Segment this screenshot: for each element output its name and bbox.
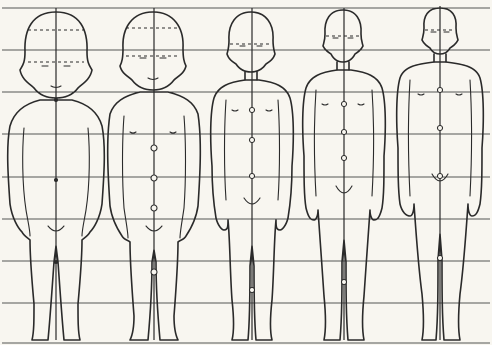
- figure-4-marker-4: [342, 280, 347, 285]
- figure-3-marker-2: [250, 138, 255, 143]
- figure-1-marker-2: [54, 178, 58, 182]
- figure-1-right-arm: [82, 128, 89, 236]
- figure-2: [108, 8, 201, 340]
- figure-2-head: [120, 12, 186, 90]
- figure-1-marker-3: [54, 260, 58, 264]
- figure-4-right-arm: [372, 90, 374, 196]
- figure-4-marker-2: [342, 130, 347, 135]
- figure-1-left-arm: [23, 128, 30, 236]
- figure-5-left-arm: [409, 80, 411, 196]
- figure-4-left-arm: [315, 90, 317, 196]
- figure-5-right-arm: [470, 80, 472, 196]
- figure-3-marker-4: [250, 288, 255, 293]
- figure-3-marker-3: [250, 174, 255, 179]
- figure-5-marker-2: [438, 126, 443, 131]
- figure-5-marker-4: [438, 256, 443, 261]
- figure-1-marker-1: [54, 98, 58, 102]
- figure-2-mouth: [148, 78, 158, 80]
- figure-5-marker-3: [438, 174, 443, 179]
- figure-1: [8, 8, 105, 340]
- figure-5: [397, 6, 484, 340]
- figure-3-marker-1: [250, 108, 255, 113]
- figure-2-marker-3: [151, 205, 157, 211]
- figure-3-neck: [245, 72, 257, 80]
- figure-3-head: [227, 12, 275, 72]
- figure-3-left-arm: [225, 100, 227, 200]
- figure-4-neck: [337, 62, 349, 70]
- figure-4-marker-1: [342, 102, 347, 107]
- figure-3-right-arm: [278, 100, 280, 200]
- figure-4: [303, 8, 386, 340]
- proportion-grid: [2, 8, 490, 343]
- figure-5-marker-1: [438, 88, 443, 93]
- figure-3: [211, 8, 294, 340]
- figure-2-marker-4: [151, 269, 157, 275]
- figure-2-marker-2: [151, 175, 157, 181]
- figure-2-marker-1: [151, 145, 157, 151]
- figure-4-marker-3: [342, 156, 347, 161]
- figure-2-chest: [130, 132, 176, 133]
